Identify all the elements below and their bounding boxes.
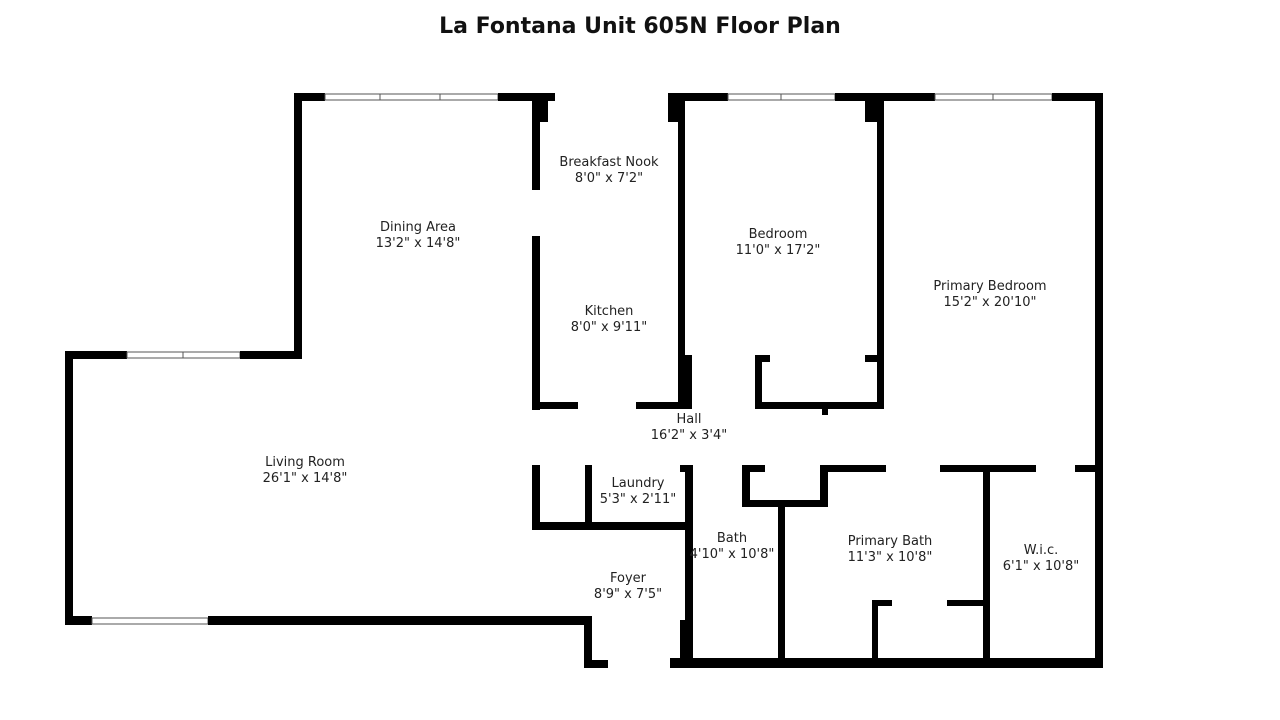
room-label-text: Primary Bath xyxy=(848,534,933,549)
window xyxy=(324,93,499,101)
room-label-text: Primary Bedroom xyxy=(933,279,1046,294)
room-label-text: Laundry xyxy=(612,476,665,491)
room-label-text: 11'3" x 10'8" xyxy=(848,550,933,565)
wall xyxy=(540,101,548,122)
wall xyxy=(1052,93,1103,101)
wall xyxy=(584,660,608,668)
wall xyxy=(678,101,685,405)
wall xyxy=(778,500,785,660)
room-label-text: Breakfast Nook xyxy=(559,155,659,170)
wall xyxy=(540,402,578,409)
wall xyxy=(835,93,935,101)
wall xyxy=(294,93,325,101)
room-label-text: Living Room xyxy=(265,455,345,470)
wall xyxy=(877,101,884,408)
wall xyxy=(685,465,693,660)
room-label-text: Bath xyxy=(717,531,747,546)
wall xyxy=(65,351,73,625)
room-wic: W.i.c.6'1" x 10'8" xyxy=(1003,543,1079,574)
wall xyxy=(820,465,828,507)
wall xyxy=(670,658,1103,668)
wall xyxy=(240,351,302,359)
wall xyxy=(755,355,762,408)
room-label-text: Hall xyxy=(677,412,702,427)
wall xyxy=(947,600,983,606)
window xyxy=(91,617,209,625)
room-label-text: 8'0" x 9'11" xyxy=(571,320,647,335)
wall xyxy=(532,522,688,530)
wall xyxy=(532,93,540,190)
room-label-text: Dining Area xyxy=(380,220,456,235)
room-label-text: Foyer xyxy=(610,571,647,586)
wall xyxy=(983,465,990,660)
wall xyxy=(208,616,592,625)
walls xyxy=(65,93,1103,668)
wall xyxy=(65,351,127,359)
room-label-text: 26'1" x 14'8" xyxy=(263,471,348,486)
wall xyxy=(742,465,765,472)
wall xyxy=(668,93,728,101)
room-label-text: 15'2" x 20'10" xyxy=(944,295,1037,310)
wall xyxy=(680,620,692,660)
wall xyxy=(822,405,828,415)
room-label-text: 13'2" x 14'8" xyxy=(376,236,461,251)
room-label-text: 4'10" x 10'8" xyxy=(690,547,775,562)
wall xyxy=(584,616,592,668)
wall xyxy=(65,616,92,625)
wall xyxy=(872,600,878,660)
wall xyxy=(755,402,884,409)
floor-plan-title: La Fontana Unit 605N Floor Plan xyxy=(439,14,841,39)
wall xyxy=(532,465,540,530)
room-label-text: 8'0" x 7'2" xyxy=(575,171,643,186)
wall xyxy=(755,355,770,362)
wall xyxy=(680,355,692,403)
room-label-text: 5'3" x 2'11" xyxy=(600,492,676,507)
wall xyxy=(1075,465,1103,472)
room-label-text: 16'2" x 3'4" xyxy=(651,428,727,443)
room-label-text: 8'9" x 7'5" xyxy=(594,587,662,602)
wall xyxy=(865,355,880,362)
wall xyxy=(820,465,886,472)
room-label-text: 6'1" x 10'8" xyxy=(1003,559,1079,574)
wall xyxy=(1095,93,1103,668)
wall xyxy=(532,236,540,410)
wall xyxy=(294,93,302,358)
wall xyxy=(742,465,750,507)
room-label-text: Bedroom xyxy=(749,227,808,242)
wall xyxy=(636,402,692,409)
wall xyxy=(872,600,892,606)
room-label-text: Kitchen xyxy=(585,304,634,319)
wall xyxy=(498,93,555,101)
wall xyxy=(585,465,592,527)
room-label-text: W.i.c. xyxy=(1024,543,1059,558)
room-label-text: 11'0" x 17'2" xyxy=(736,243,821,258)
